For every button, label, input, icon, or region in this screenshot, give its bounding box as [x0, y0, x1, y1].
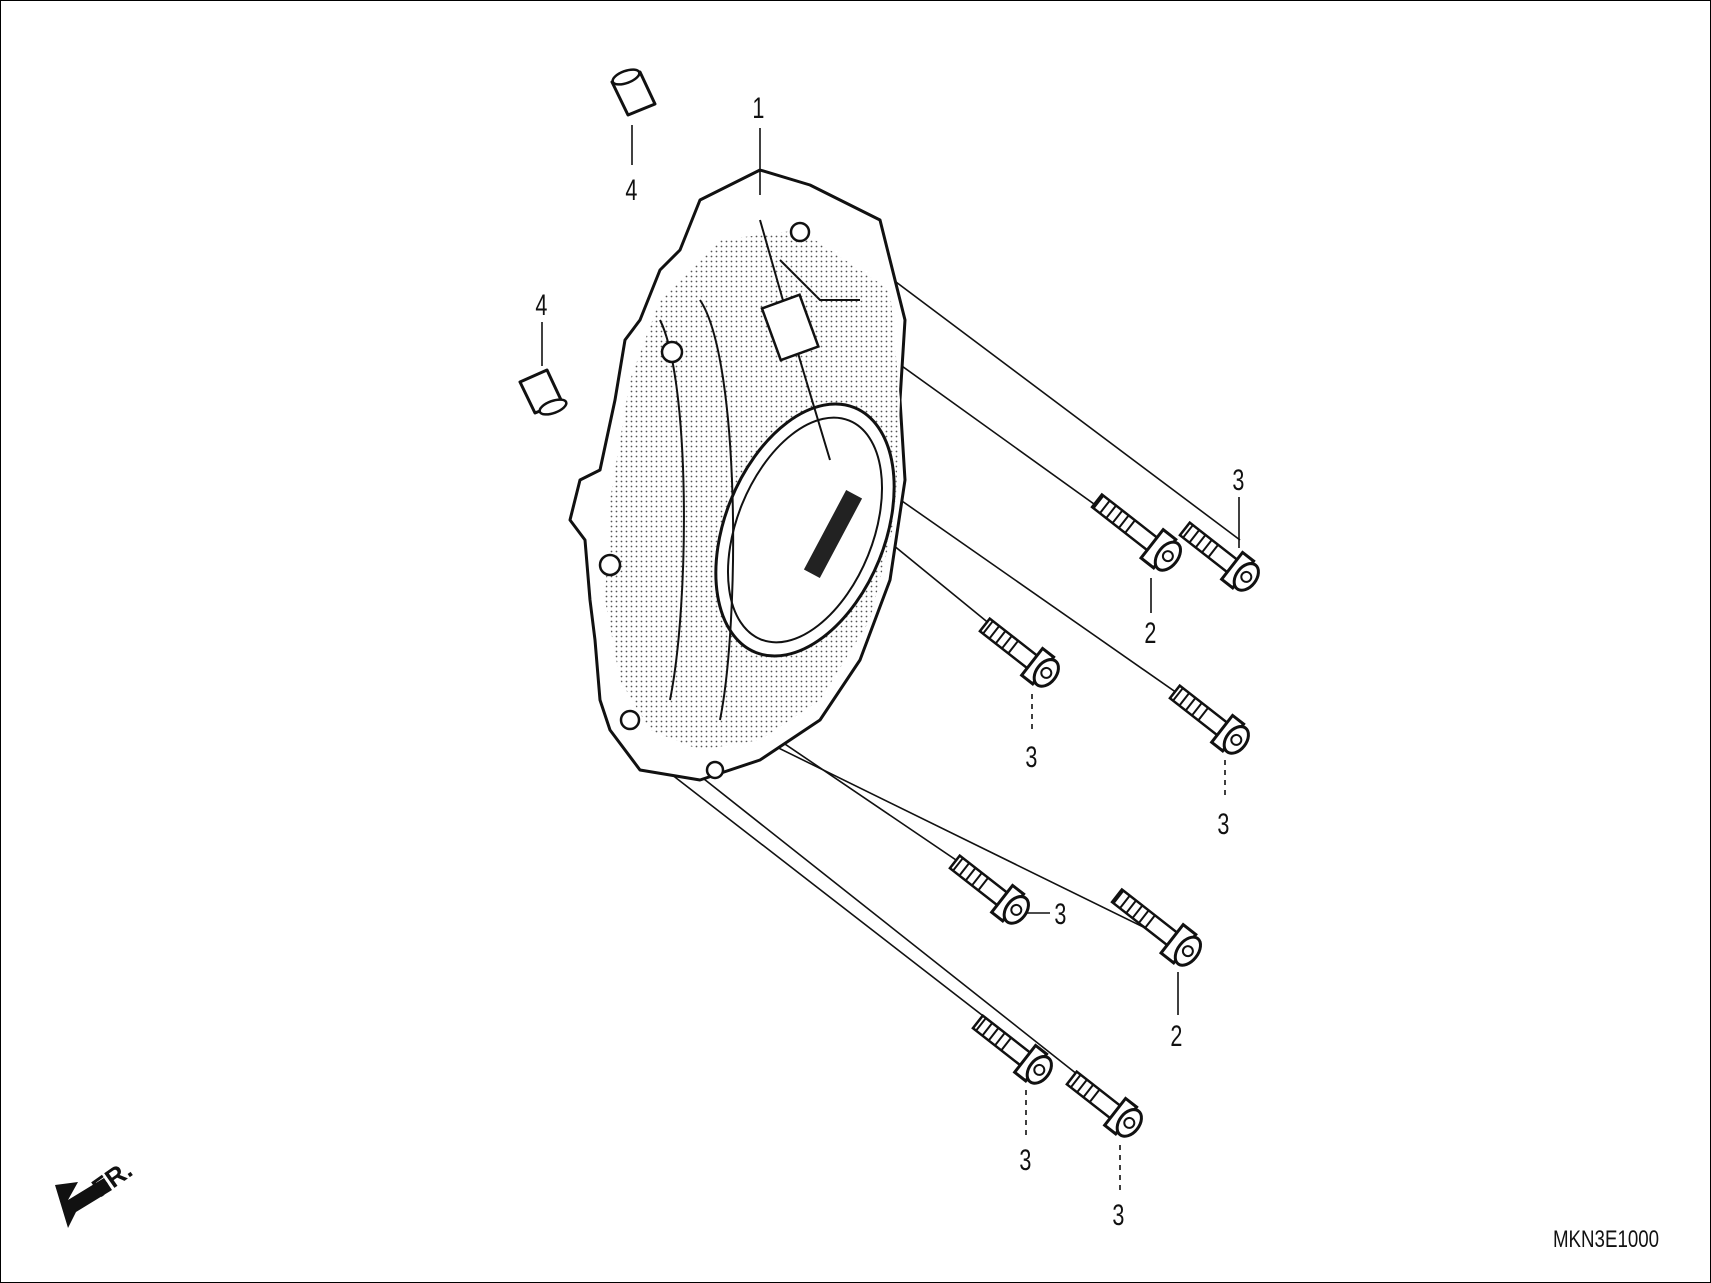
callout-2-lower: 2 [1170, 1018, 1182, 1052]
bolt-3-middle [978, 616, 1060, 688]
bolt-3-lower-middle [948, 853, 1030, 925]
callout-3-top-right: 3 [1232, 462, 1244, 496]
callout-leaders [541, 125, 1240, 1195]
dowel-pin-lower [518, 368, 568, 416]
bolt-3-bottom-right [1065, 1069, 1143, 1138]
bolt-3-top-right [1178, 520, 1260, 592]
front-arrow-icon [55, 1178, 112, 1228]
bolt-2-upper [1090, 492, 1182, 572]
callout-3-lower-middle: 3 [1054, 896, 1066, 930]
callout-3-bottom-left: 3 [1019, 1142, 1031, 1176]
callout-4-lower: 4 [535, 287, 547, 321]
callout-3-middle: 3 [1025, 739, 1037, 773]
bolt-3-bottom-left [971, 1013, 1053, 1085]
callout-3-bottom-right: 3 [1112, 1197, 1124, 1231]
callout-2-upper: 2 [1144, 615, 1156, 649]
callout-3-right: 3 [1217, 806, 1229, 840]
bolt-2-lower [1110, 887, 1202, 967]
callout-1: 1 [752, 90, 764, 124]
front-direction-marker: FR. [55, 1154, 138, 1228]
diagram-code: MKN3E1000 [1553, 1226, 1659, 1253]
bolt-3-right [1168, 683, 1250, 755]
callout-4-upper: 4 [625, 172, 637, 206]
dowel-pin-upper [610, 68, 657, 117]
crankcase-cover-part [568, 168, 907, 782]
